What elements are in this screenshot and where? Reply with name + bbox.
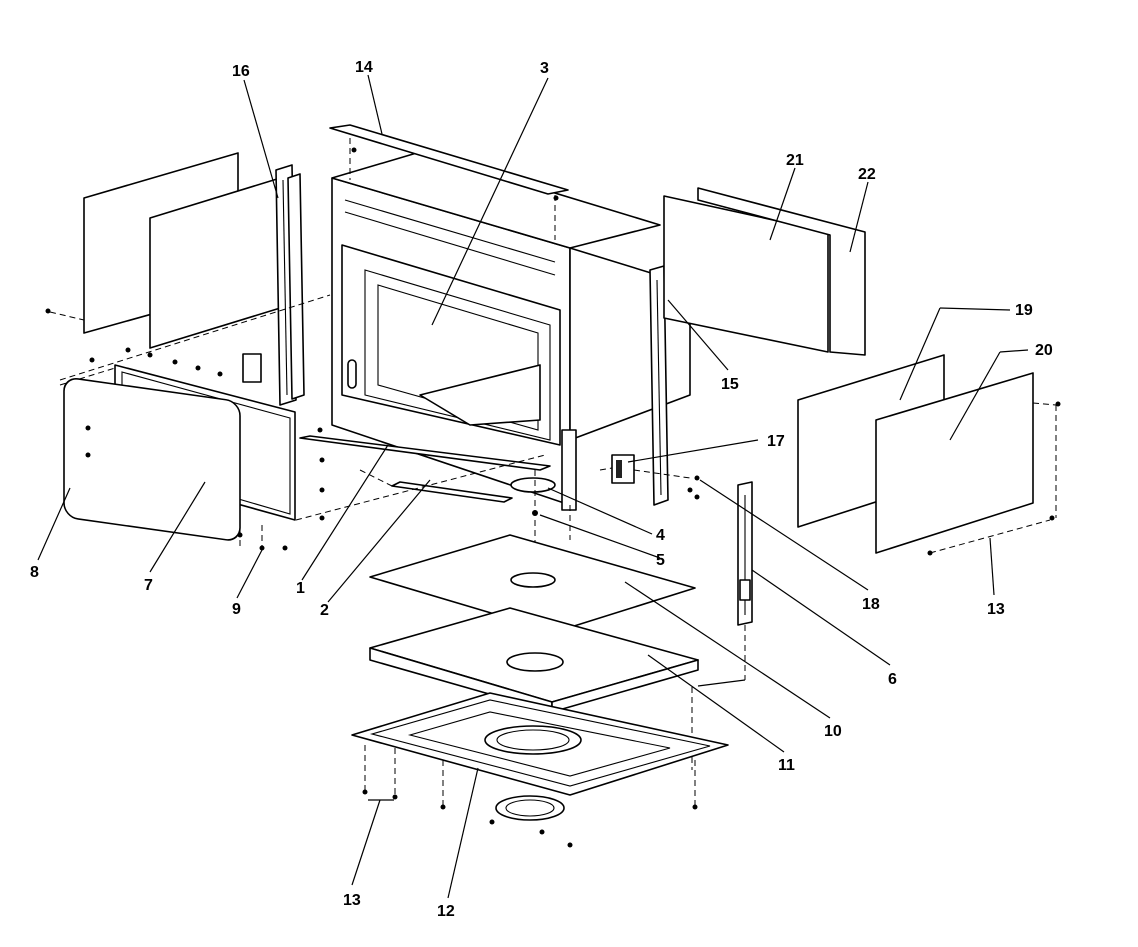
floor-plate bbox=[369, 534, 696, 633]
callout-19: 19 bbox=[1015, 302, 1033, 319]
assembly-lines bbox=[59, 294, 691, 540]
base-pan bbox=[351, 692, 729, 848]
bottom-trim-strip-1 bbox=[299, 435, 551, 471]
callout-9: 9 bbox=[232, 601, 241, 618]
right-inner-panel bbox=[697, 187, 866, 356]
right-frame-rail bbox=[649, 262, 683, 506]
callout-17: 17 bbox=[767, 433, 785, 450]
main-cavity-housing bbox=[331, 151, 691, 511]
callout-4: 4 bbox=[656, 527, 665, 544]
door-screws bbox=[237, 520, 288, 551]
callout-22: 22 bbox=[858, 166, 876, 183]
callout-12: 12 bbox=[437, 903, 455, 920]
callout-15: 15 bbox=[721, 376, 739, 393]
callout-13-right: 13 bbox=[987, 601, 1005, 618]
right-side-panel-rear bbox=[875, 372, 1061, 556]
callout-10: 10 bbox=[824, 723, 842, 740]
callout-1: 1 bbox=[296, 580, 305, 597]
leader-lines bbox=[37, 74, 1029, 899]
callout-21: 21 bbox=[786, 152, 804, 169]
callout-16: 16 bbox=[232, 63, 250, 80]
callout-14: 14 bbox=[355, 59, 373, 76]
callout-2: 2 bbox=[320, 602, 329, 619]
callout-13-bottom: 13 bbox=[343, 892, 361, 909]
callout-7: 7 bbox=[144, 577, 153, 594]
callout-20: 20 bbox=[1035, 342, 1053, 359]
callout-6: 6 bbox=[888, 671, 897, 688]
callout-5: 5 bbox=[656, 552, 665, 569]
callout-11: 11 bbox=[778, 757, 795, 774]
callout-3: 3 bbox=[540, 60, 549, 77]
callout-18: 18 bbox=[862, 596, 880, 613]
callouts: 1 2 3 4 5 6 7 8 9 10 11 12 13 13 14 15 1… bbox=[30, 59, 1053, 920]
callout-8: 8 bbox=[30, 564, 39, 581]
hinge-bracket bbox=[737, 481, 753, 680]
door-gasket bbox=[63, 378, 241, 541]
left-frame-rail bbox=[242, 164, 305, 406]
top-panel bbox=[329, 124, 569, 240]
